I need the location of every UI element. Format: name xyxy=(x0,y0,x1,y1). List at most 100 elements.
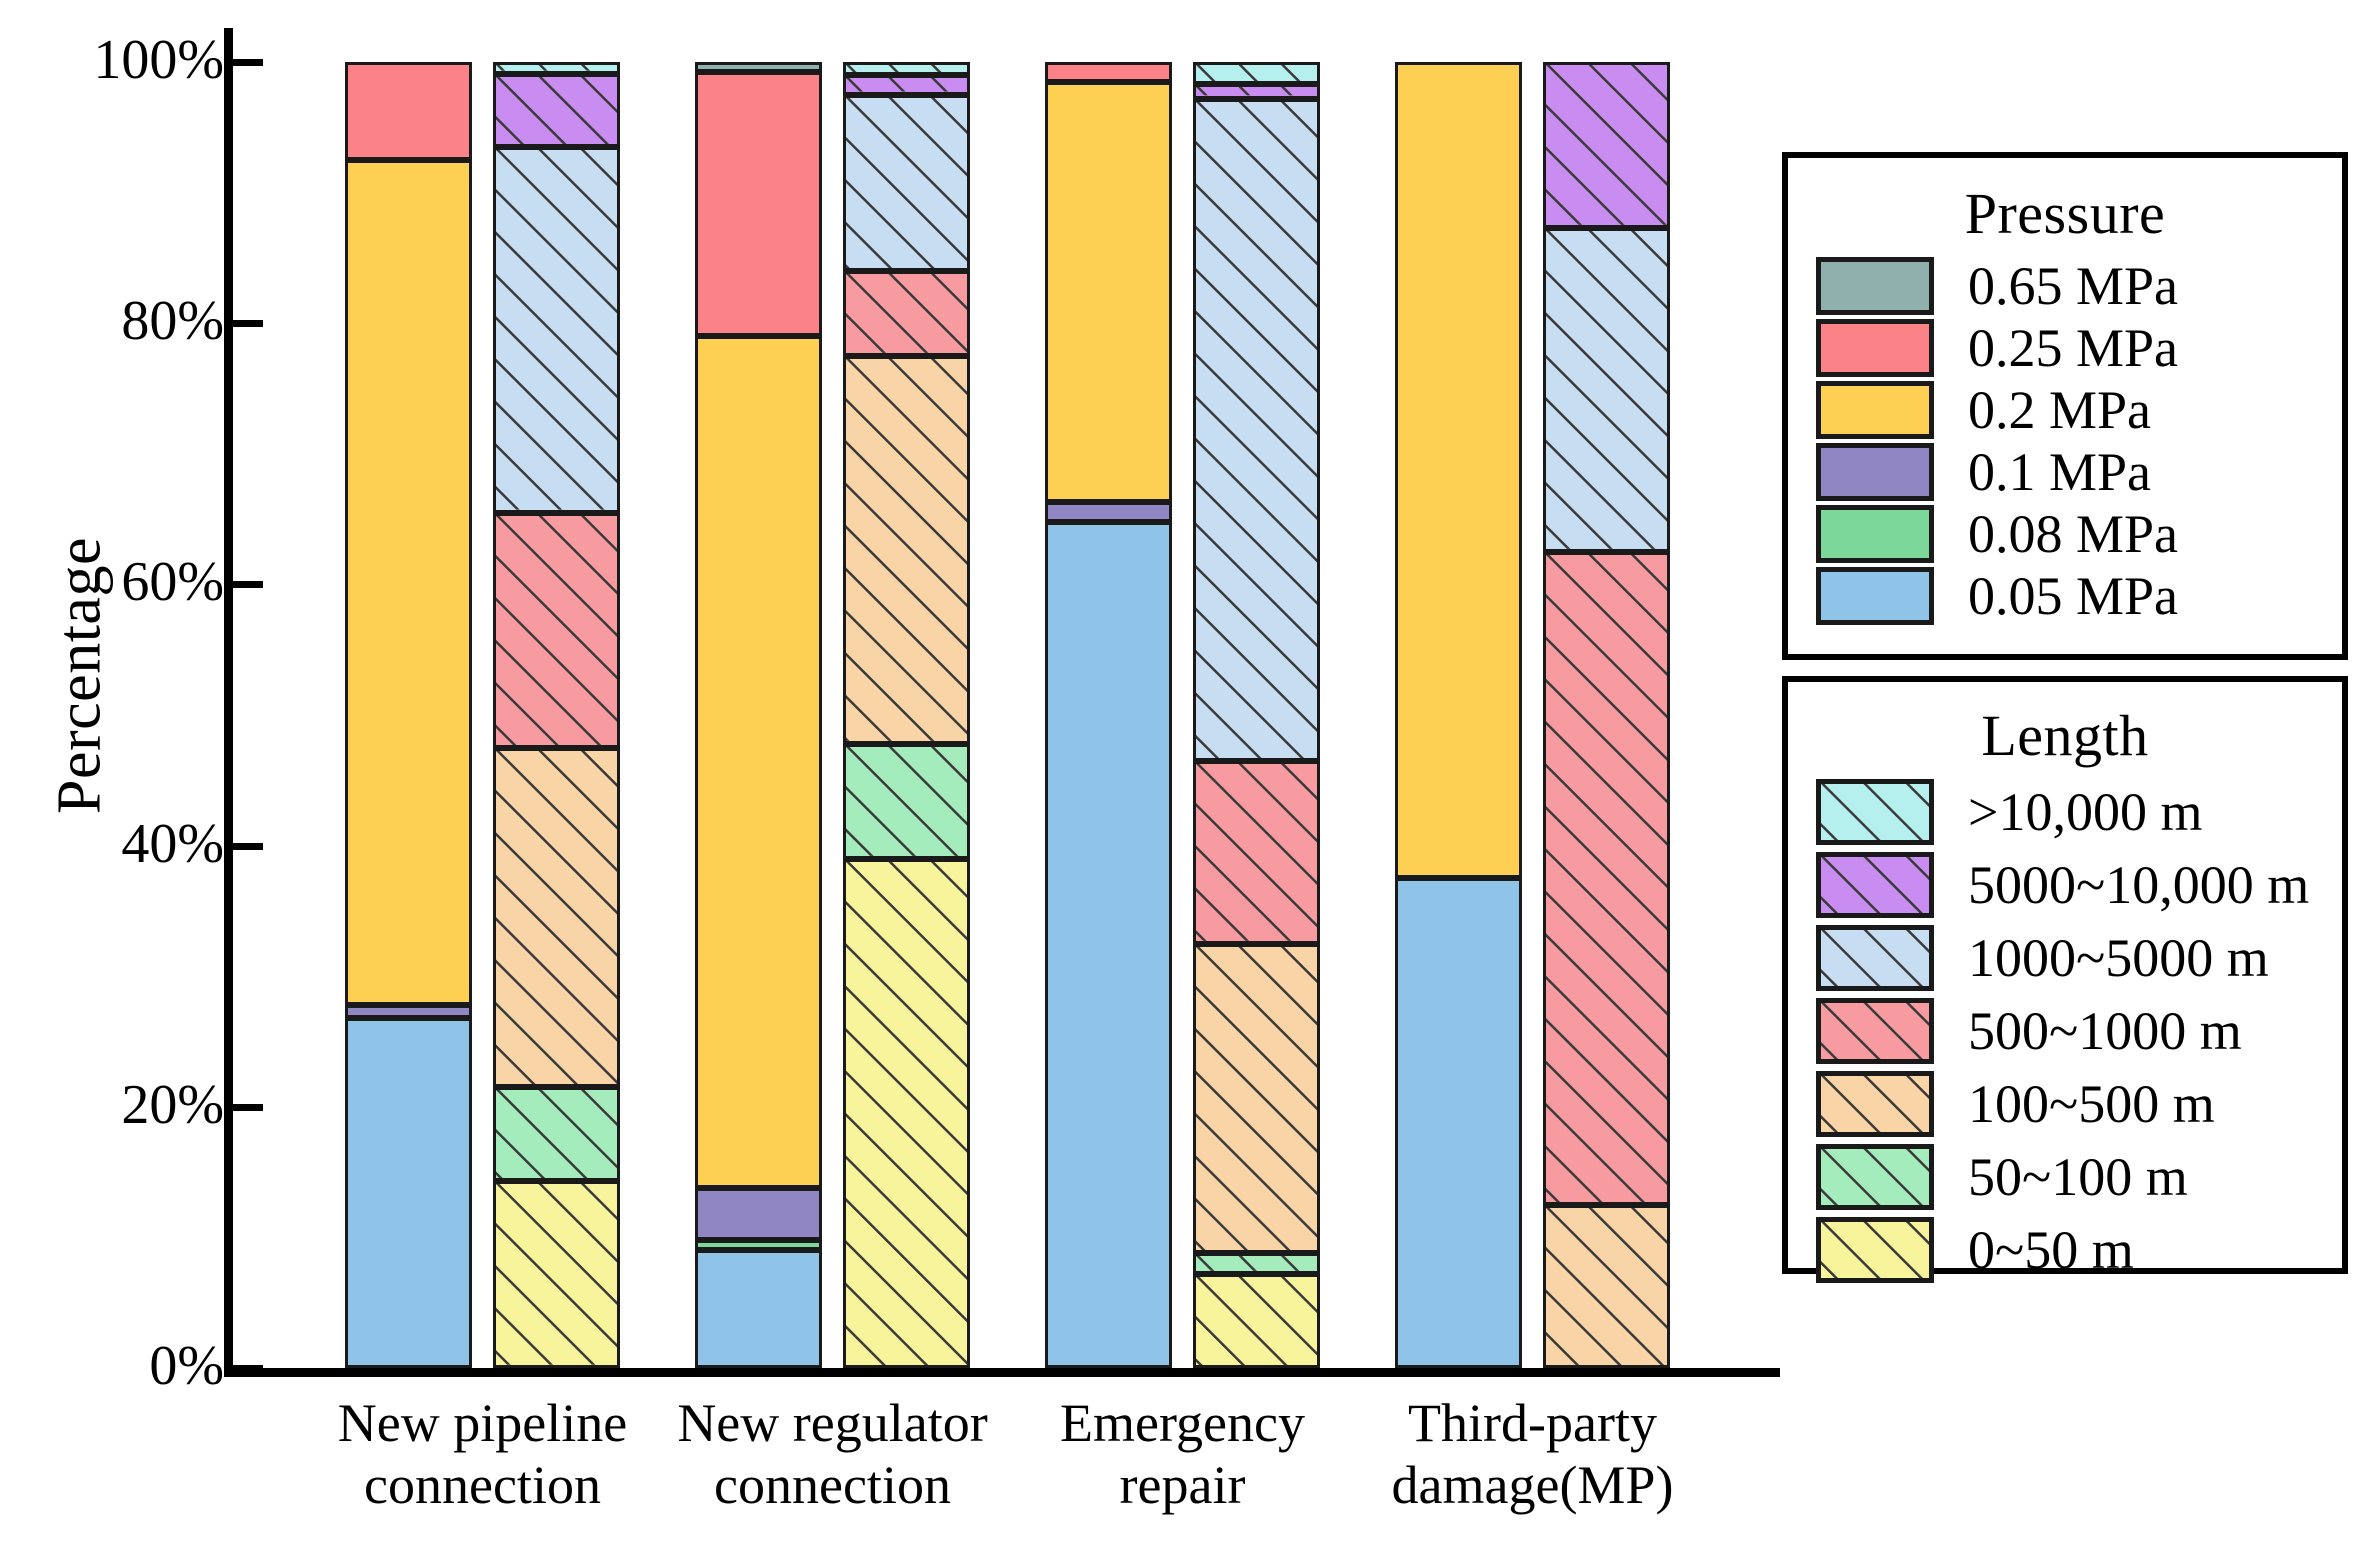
legend-item[interactable]: 0.08 MPa xyxy=(1788,503,2342,565)
y-axis-tick-label: 60% xyxy=(121,551,224,614)
legend-label: 5000~10,000 m xyxy=(1968,854,2310,915)
bar-segment xyxy=(695,1187,822,1240)
legend-swatch xyxy=(1816,443,1934,501)
legend-item[interactable]: 0.2 MPa xyxy=(1788,379,2342,441)
legend-label: 0.65 MPa xyxy=(1968,256,2179,316)
bar-segment xyxy=(1193,760,1320,944)
legend-label: 0.25 MPa xyxy=(1968,318,2179,378)
legend-item[interactable]: 5000~10,000 m xyxy=(1788,848,2342,921)
bar-segment xyxy=(1193,98,1320,761)
bar-segment xyxy=(1045,62,1172,82)
legend-swatch xyxy=(1816,851,1934,918)
legend-swatch xyxy=(1816,505,1934,563)
category-label-line: connection xyxy=(364,1455,601,1516)
legend-label: >10,000 m xyxy=(1968,781,2203,842)
legend-label: 0.05 MPa xyxy=(1968,566,2179,626)
legend-item[interactable]: 0.1 MPa xyxy=(1788,441,2342,503)
y-axis-tick xyxy=(233,581,263,589)
legend-swatch xyxy=(1816,257,1934,315)
bar-segment xyxy=(1193,1253,1320,1274)
y-axis-tick-label: 20% xyxy=(121,1073,224,1136)
bar-segment xyxy=(1395,878,1522,1368)
bar-segment xyxy=(493,1181,620,1368)
bar-pressure xyxy=(1395,62,1522,1368)
bar-segment xyxy=(843,355,970,744)
y-axis-tick xyxy=(233,1103,263,1111)
bar-segment xyxy=(1045,81,1172,503)
legend-item[interactable]: 0.25 MPa xyxy=(1788,317,2342,379)
bar-segment xyxy=(1045,502,1172,522)
bar-segment xyxy=(1193,62,1320,85)
bar-segment xyxy=(345,1004,472,1018)
bar-length xyxy=(493,62,620,1368)
bar-segment xyxy=(493,146,620,513)
bar-segment xyxy=(1193,1273,1320,1368)
bar-length xyxy=(1543,62,1670,1368)
category-label-line: repair xyxy=(1119,1455,1246,1516)
category-label-line: New pipeline xyxy=(337,1393,628,1453)
category-label-line: Third-party xyxy=(1408,1393,1657,1453)
y-axis-tick xyxy=(233,320,263,328)
y-axis-line xyxy=(224,28,233,1376)
bar-segment xyxy=(345,1017,472,1368)
legend-item[interactable]: 0.05 MPa xyxy=(1788,565,2342,627)
legend-pressure-title: Pressure xyxy=(1964,181,2166,246)
legend-item[interactable]: 100~500 m xyxy=(1788,1067,2342,1140)
bar-segment xyxy=(843,75,970,95)
y-axis-tick xyxy=(233,1365,263,1372)
legend-label: 0.08 MPa xyxy=(1968,504,2179,564)
legend-swatch xyxy=(1816,924,1934,991)
bar-segment xyxy=(1395,62,1522,879)
legend-label: 1000~5000 m xyxy=(1968,927,2269,988)
legend-label: 0~50 m xyxy=(1968,1219,2134,1280)
legend-item[interactable]: 0~50 m xyxy=(1788,1213,2342,1286)
bar-length xyxy=(843,62,970,1368)
bar-segment xyxy=(1543,551,1670,1205)
legend-swatch xyxy=(1816,778,1934,845)
bar-segment xyxy=(493,73,620,147)
bar-segment xyxy=(695,72,822,337)
legend-item[interactable]: 500~1000 m xyxy=(1788,994,2342,1067)
category-label-line: New regulator xyxy=(677,1393,988,1453)
legend-swatch xyxy=(1816,319,1934,377)
bar-segment xyxy=(695,62,822,73)
bar-pressure xyxy=(345,62,472,1368)
legend-item[interactable]: 1000~5000 m xyxy=(1788,921,2342,994)
legend-item[interactable]: 0.65 MPa xyxy=(1788,255,2342,317)
bar-segment xyxy=(695,1240,822,1251)
legend-swatch xyxy=(1816,1143,1934,1210)
bar-segment xyxy=(493,62,620,74)
bar-segment xyxy=(1045,521,1172,1368)
bar-segment xyxy=(843,94,970,271)
bar-segment xyxy=(843,62,970,76)
bar-segment xyxy=(695,336,822,1188)
bar-segment xyxy=(1543,1204,1670,1368)
bar-length xyxy=(1193,62,1320,1368)
bar-segment xyxy=(345,62,472,160)
y-axis-tick xyxy=(233,59,263,66)
y-axis-tick-label: 40% xyxy=(121,812,224,875)
y-axis-tick-label: 100% xyxy=(93,29,224,91)
legend-label: 50~100 m xyxy=(1968,1146,2188,1207)
legend-label: 100~500 m xyxy=(1968,1073,2215,1134)
legend-label: 0.1 MPa xyxy=(1968,442,2152,502)
bar-segment xyxy=(345,159,472,1005)
bar-segment xyxy=(843,743,970,859)
bar-pressure xyxy=(695,62,822,1368)
bar-pressure xyxy=(1045,62,1172,1368)
legend-swatch xyxy=(1816,567,1934,625)
category-label-line: damage(MP) xyxy=(1391,1455,1674,1516)
bar-segment xyxy=(843,270,970,356)
bar-segment xyxy=(493,1087,620,1182)
legend-item[interactable]: 50~100 m xyxy=(1788,1140,2342,1213)
legend-item[interactable]: >10,000 m xyxy=(1788,775,2342,848)
y-axis-tick xyxy=(233,842,263,850)
bar-segment xyxy=(493,512,620,748)
